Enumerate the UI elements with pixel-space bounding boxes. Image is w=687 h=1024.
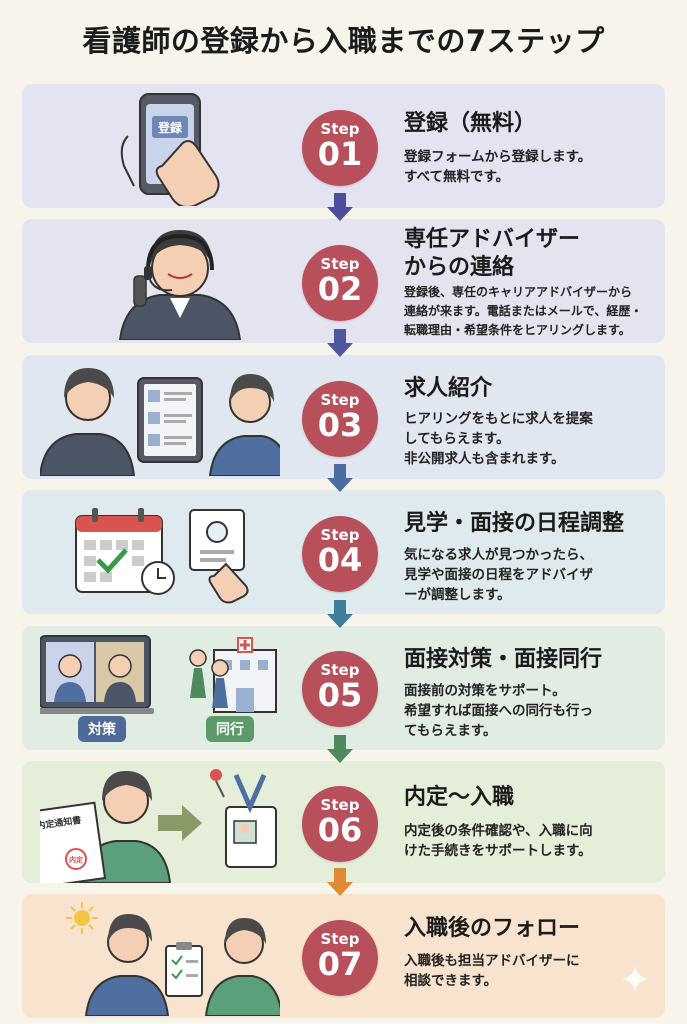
step-desc-02: 登録後、専任のキャリアアドバイザーから 連絡が来ます。電話またはメールで、経歴・… bbox=[404, 285, 643, 337]
step-desc-07: 入職後も担当アドバイザーに 相談できます。 bbox=[404, 953, 580, 989]
step-desc-05: 面接前の対策をサポート。 希望すれば面接への同行も行っ てもらえます。 bbox=[404, 683, 593, 739]
step-desc-04: 気になる求人が見つかったら、 見学や面接の日程をアドバイザ ーが調整します。 bbox=[404, 547, 593, 603]
step-badge-05: Step 05 bbox=[302, 651, 378, 727]
phone-button-label: 登録 bbox=[157, 120, 183, 135]
step-desc-03: ヒアリングをもとに求人を提案 してもらえます。 非公開求人も含まれます。 bbox=[404, 411, 593, 467]
step-title-02: 専任アドバイザー からの連絡 bbox=[404, 227, 581, 280]
step-title-03: 求人紹介 bbox=[404, 376, 493, 401]
connector-arrow-2 bbox=[327, 329, 353, 357]
step-badge-02: Step 02 bbox=[302, 245, 378, 321]
step-title-01: 登録（無料） bbox=[404, 111, 537, 136]
step-badge-03: Step 03 bbox=[302, 381, 378, 457]
step-badge-01: Step 01 bbox=[302, 110, 378, 186]
offer-to-onboarding-icon: 内定通知書 内定 bbox=[40, 769, 277, 883]
step-title-07: 入職後のフォロー bbox=[404, 916, 581, 941]
step-desc-06: 内定後の条件確認や、入職に向 けた手続きをサポートします。 bbox=[404, 823, 593, 859]
phone-hand-icon: 登録 bbox=[120, 93, 220, 206]
step-title-06: 内定〜入職 bbox=[404, 785, 515, 810]
interview-support-icon bbox=[40, 635, 277, 714]
step-title-04: 見学・面接の日程調整 bbox=[404, 511, 625, 536]
connector-arrow-4 bbox=[327, 600, 353, 628]
page-title: 看護師の登録から入職までの7ステップ bbox=[82, 24, 605, 58]
step-badge-07: Step 07 bbox=[302, 920, 378, 996]
tag-doukou: 同行 bbox=[206, 716, 254, 742]
connector-arrow-6 bbox=[327, 868, 353, 896]
step-title-05: 面接対策・面接同行 bbox=[404, 647, 603, 672]
step-badge-06: Step 06 bbox=[302, 786, 378, 862]
connector-arrow-3 bbox=[327, 464, 353, 492]
tag-taisaku: 対策 bbox=[78, 716, 126, 742]
advisor-headset-icon bbox=[118, 230, 242, 340]
step-badge-04: Step 04 bbox=[302, 516, 378, 592]
calendar-schedule-icon bbox=[75, 508, 249, 604]
offer-stamp: 内定 bbox=[69, 855, 83, 864]
follow-up-support-icon bbox=[66, 902, 280, 1016]
sparkle-icon bbox=[622, 966, 648, 992]
step-desc-01: 登録フォームから登録します。 すべて無料です。 bbox=[404, 149, 592, 185]
connector-arrow-5 bbox=[327, 735, 353, 763]
job-introduction-icon bbox=[40, 368, 280, 476]
connector-arrow-1 bbox=[327, 193, 353, 221]
